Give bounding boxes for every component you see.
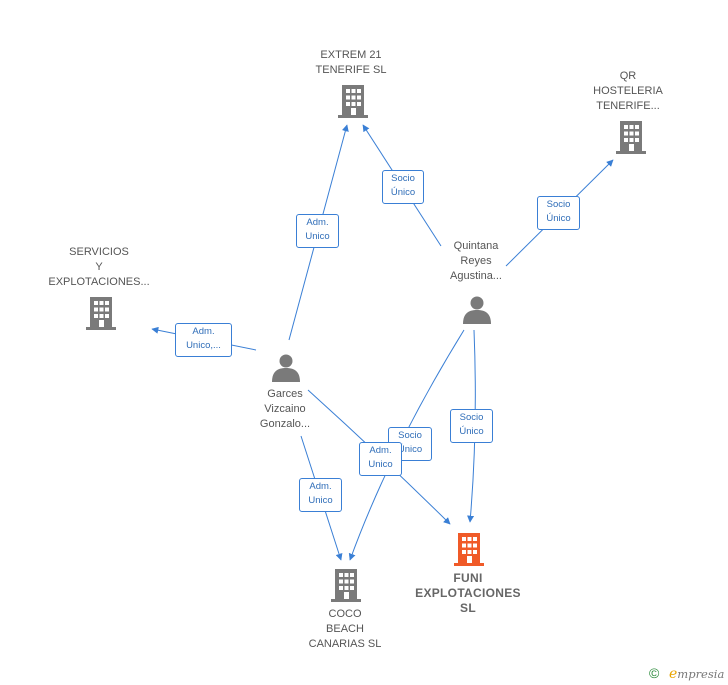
company-label-coco[interactable]: COCO BEACH CANARIAS SL <box>308 608 382 650</box>
building-icon-qr[interactable] <box>616 121 646 154</box>
person-label-quintana[interactable]: Quintana Reyes Agustina... <box>450 240 502 282</box>
person-icon-quintana[interactable] <box>463 296 491 325</box>
edge-label-quintana-qr[interactable]: Socio Único <box>537 196 580 230</box>
edge-label-garces-servicios[interactable]: Adm. Unico,... <box>175 323 232 357</box>
person-label-garces[interactable]: Garces Vizcaino Gonzalo... <box>259 388 311 430</box>
building-icon-servicios[interactable] <box>86 297 116 330</box>
company-label-servicios[interactable]: SERVICIOS Y EXPLOTACIONES... <box>48 246 150 288</box>
edge-label-garces-coco[interactable]: Adm. Unico <box>299 478 342 512</box>
edge-label-garces-funi[interactable]: Adm. Unico <box>359 442 402 476</box>
brand-logo: empresia <box>669 666 725 682</box>
edge-label-quintana-extrem21[interactable]: Socio Único <box>382 170 424 204</box>
copyright-icon: © <box>649 665 660 681</box>
edge-label-garces-extrem21[interactable]: Adm. Unico <box>296 214 339 248</box>
company-label-qr[interactable]: QR HOSTELERIA TENERIFE... <box>593 70 663 112</box>
company-label-extrem21[interactable]: EXTREM 21 TENERIFE SL <box>315 49 387 76</box>
company-label-funi[interactable]: FUNI EXPLOTACIONES SL <box>415 571 521 615</box>
building-icon-coco[interactable] <box>331 569 361 602</box>
edge-label-quintana-funi[interactable]: Socio Único <box>450 409 493 443</box>
empresia-watermark[interactable]: © empresia <box>649 664 727 684</box>
person-icon-garces[interactable] <box>272 354 300 383</box>
building-icon-extrem21[interactable] <box>338 85 368 118</box>
building-icon-funi[interactable] <box>454 533 484 566</box>
